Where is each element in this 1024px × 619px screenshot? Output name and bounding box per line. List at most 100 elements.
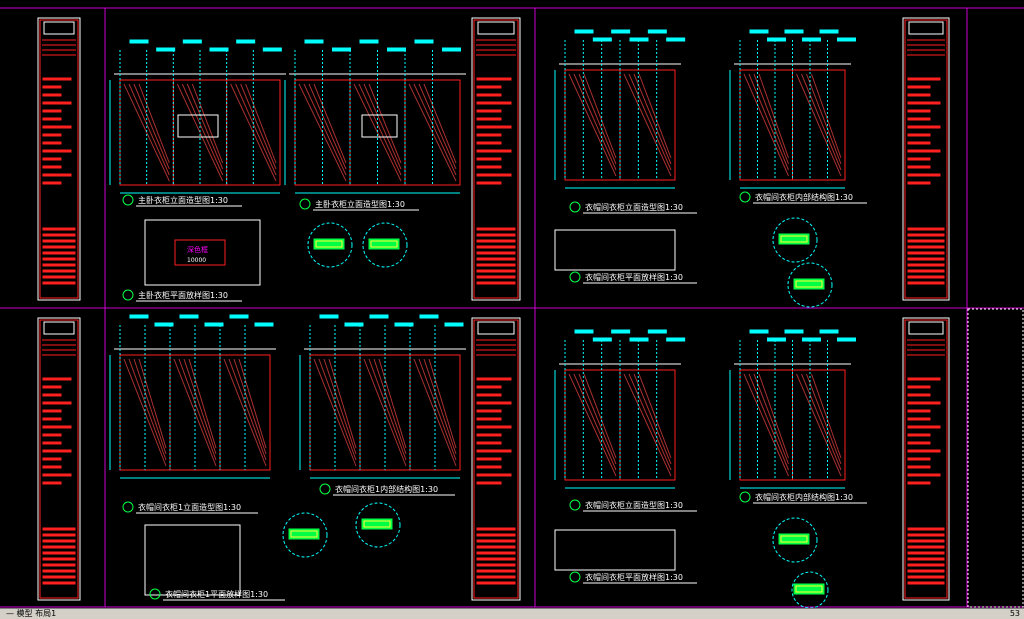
elev-1-leader-label: [209, 47, 229, 52]
elev-7-leader-label: [666, 337, 686, 342]
elev-3-leader-label: [254, 322, 274, 327]
elev-6-leader-label: [819, 29, 839, 34]
title-block-6-text-bar: [907, 401, 941, 405]
plan-view-2: [144, 524, 241, 596]
title-block-2-text-bar: [476, 141, 502, 145]
title-block-5-note-bar: [476, 563, 516, 567]
elev-3-leader-label: [179, 314, 199, 319]
title-block-5-text-bar: [476, 465, 502, 469]
elev-5-hatch: [568, 73, 617, 177]
elev-8-leader-label: [749, 329, 769, 334]
caption-12-marker: [569, 571, 581, 583]
elev-1-hatch: [191, 83, 224, 164]
title-block-3-note-bar: [907, 281, 945, 285]
title-block-4-text-bar: [42, 441, 62, 445]
detail-1-detail: [313, 238, 345, 250]
elev-3-leader-label: [204, 322, 224, 327]
title-block-1-note-bar: [42, 275, 76, 279]
elev-1-hatch: [235, 83, 277, 176]
title-block-4-text-bar: [42, 417, 62, 421]
caption-7-marker: [122, 501, 134, 513]
elev-5-hatch: [623, 73, 672, 177]
title-block-2-text-bar: [476, 93, 502, 97]
caption-6-text: 衣帽间衣柜平面放样图1:30: [585, 272, 683, 282]
elev-4-leader-label: [344, 322, 364, 327]
elev-7-leader-label: [574, 329, 594, 334]
title-block-4-note-bar: [42, 533, 76, 537]
detail-7-detail-top: [780, 535, 808, 543]
title-block-6-note-bar: [907, 581, 945, 585]
title-block-5-text-bar: [476, 377, 512, 381]
title-block-2-logo-box: [477, 21, 515, 35]
caption-7-text: 衣帽间衣柜1立面造型图1:30: [138, 502, 241, 512]
elev-4-hatch: [368, 358, 407, 461]
elev-2-leader-label: [414, 39, 434, 44]
elev-8-leader-label: [819, 329, 839, 334]
title-block-3-text-bar: [907, 85, 931, 89]
title-block-3-text-bar: [907, 109, 931, 113]
title-block-1-text-bar: [42, 125, 72, 129]
status-number: 53: [1009, 609, 1020, 618]
title-block-6-text-bar: [907, 433, 931, 437]
title-block-3-logo-box: [908, 21, 944, 35]
title-block-5-text-bar: [476, 393, 502, 397]
detail-8-circle: [791, 571, 829, 609]
title-block-3-note-bar: [907, 275, 945, 279]
title-block-1-text-bar: [42, 141, 62, 145]
elev-2-hatch: [418, 83, 457, 170]
elev-2-hatch: [368, 83, 402, 164]
elev-5-leader-label: [592, 37, 612, 42]
plan-label-sub: 10000: [187, 257, 206, 264]
title-block-1-note-bar: [42, 239, 76, 243]
title-block-3-text-bar: [907, 165, 931, 169]
title-block-1-inner: [39, 19, 79, 299]
caption-9-marker: [149, 588, 161, 600]
title-block-5-note-bar: [476, 557, 516, 561]
detail-3-circle: [772, 217, 818, 263]
title-block-1-note-bar: [42, 233, 76, 237]
title-block-6-text-bar: [907, 417, 931, 421]
title-block-6-note-bar: [907, 533, 945, 537]
elev-3-hatch: [123, 358, 167, 467]
elev-7-leader-label: [647, 329, 667, 334]
elev-7-leader-label: [592, 337, 612, 342]
title-block-3-text-bar: [907, 181, 931, 185]
elev-4-hatch: [363, 358, 407, 467]
elev-6-hatch: [758, 73, 789, 159]
title-block-3-text-bar: [907, 141, 931, 145]
elev-1-leader-label: [156, 47, 176, 52]
elev-6-leader-label: [837, 37, 856, 42]
elev-4-leader-label: [419, 314, 439, 319]
elev-1-hatch: [230, 83, 277, 182]
elev-6-hatch: [806, 73, 842, 165]
title-block-3-text-bar: [907, 157, 931, 161]
title-block-2-text-bar: [476, 85, 502, 89]
elev-8-leader-label: [837, 337, 856, 342]
elev-2-leader-label: [332, 47, 351, 52]
title-block-4-text-bar: [42, 457, 62, 461]
title-block-4-note-bar: [42, 563, 76, 567]
elev-7-hatch: [578, 373, 617, 465]
title-block-3-text-bar: [907, 173, 941, 177]
elev-8-hatch: [753, 373, 789, 465]
title-block-5-note-bar: [476, 533, 516, 537]
title-block-5-border: [471, 317, 521, 601]
elev-8-hatch: [796, 373, 842, 477]
title-block-6-inner: [904, 319, 948, 599]
layout-tabs-text[interactable]: — 模型 布局1: [6, 609, 57, 618]
elev-8-leader-label: [802, 337, 821, 342]
elev-7-hatch: [628, 373, 672, 471]
elev-6-leader-label: [802, 37, 821, 42]
detail-3-detail-top: [780, 235, 808, 243]
elev-3-hatch: [188, 358, 217, 449]
title-block-4-border: [37, 317, 81, 601]
title-block-6-text-bar: [907, 449, 941, 453]
title-block-1-note-bar: [42, 257, 76, 261]
title-block-6-note-bar: [907, 539, 945, 543]
title-block-2-note-bar: [476, 239, 516, 243]
title-block-3-text-bar: [907, 101, 941, 105]
elev-5-hatch: [583, 73, 617, 159]
title-block-1-note-bar: [42, 251, 76, 255]
elev-5-hatch: [628, 73, 672, 171]
